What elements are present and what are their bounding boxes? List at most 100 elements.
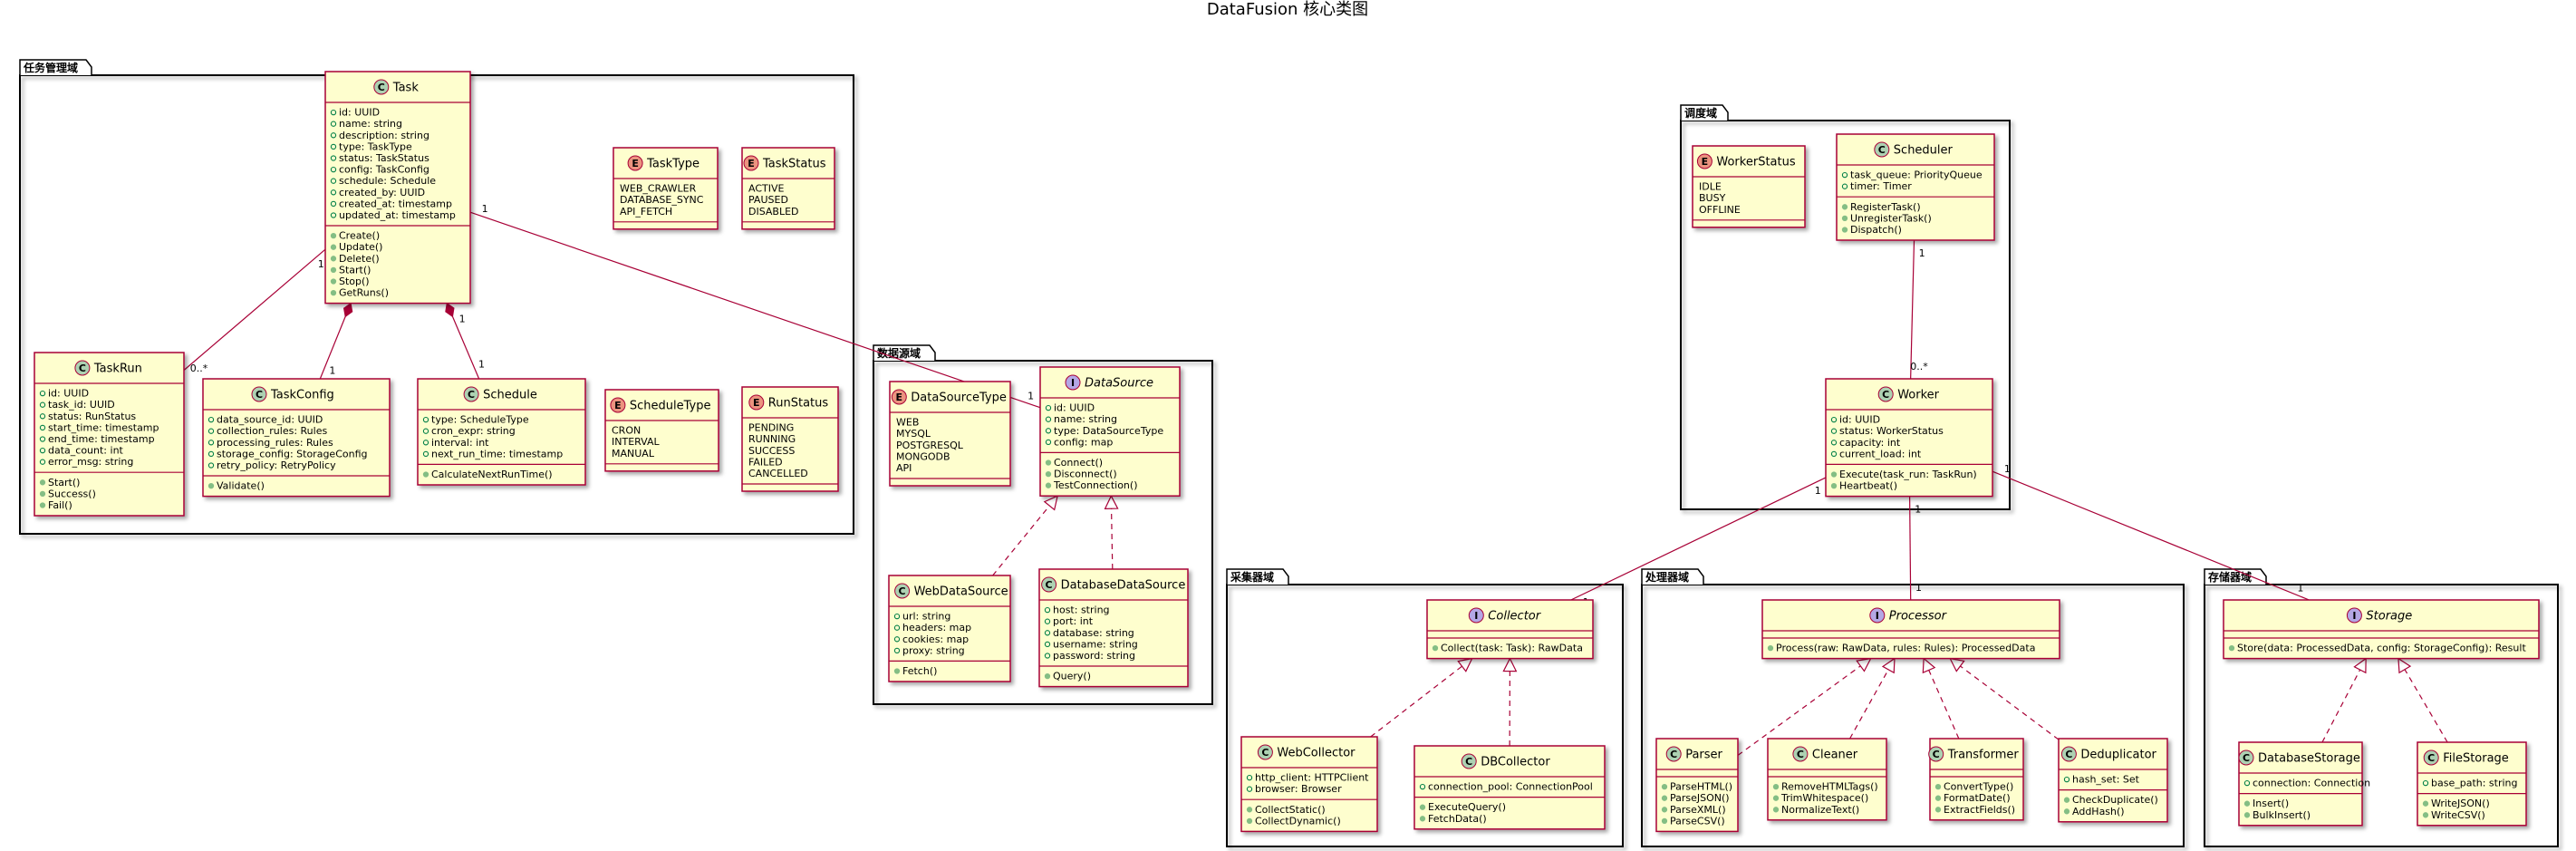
class-field: data_source_id: UUID: [217, 414, 323, 426]
class-name: WorkerStatus: [1716, 156, 1795, 169]
public-visibility-icon: [1044, 641, 1051, 648]
class-field: description: string: [339, 130, 429, 141]
class-method: Validate(): [217, 480, 265, 492]
class-name: TaskConfig: [270, 389, 334, 402]
class-field: type: DataSourceType: [1054, 425, 1163, 437]
class-name: Collector: [1488, 610, 1541, 624]
public-visibility-icon: [1661, 795, 1668, 801]
enum-value: ACTIVE: [748, 183, 785, 195]
public-visibility-icon: [1934, 783, 1942, 790]
interface-stereotype-icon: I: [1869, 607, 1886, 624]
public-visibility-icon: [330, 189, 337, 196]
enum-value: API_FETCH: [620, 206, 672, 218]
package-tab: [19, 59, 92, 75]
public-visibility-icon: [1772, 807, 1780, 813]
realization-arrowhead: [1922, 657, 1936, 674]
enum-value: DATABASE_SYNC: [620, 194, 704, 206]
relation-line: [183, 248, 326, 371]
public-visibility-icon: [1841, 183, 1848, 189]
package-collector: 采集器域: [1226, 568, 1624, 847]
public-visibility-icon: [422, 450, 429, 458]
class-field: password: string: [1053, 650, 1135, 662]
class-field: name: string: [1054, 413, 1117, 425]
class-field: id: UUID: [1839, 414, 1880, 426]
enum-stereotype-icon: E: [627, 155, 643, 171]
relation-scheduler-to-worker: 10..*: [1910, 239, 1928, 380]
interface-stereotype-icon: I: [1468, 607, 1484, 624]
enum-value: BUSY: [1699, 192, 1726, 204]
class-method: Insert(): [2253, 798, 2289, 809]
class-stereotype-icon: C: [373, 79, 390, 95]
public-visibility-icon: [2243, 812, 2251, 818]
public-visibility-icon: [330, 109, 337, 116]
public-visibility-icon: [330, 289, 337, 296]
class-stereotype-icon: C: [2238, 749, 2254, 766]
class-stereotype-icon: C: [251, 386, 267, 402]
class-field: cookies: map: [902, 633, 969, 645]
public-visibility-icon: [2063, 808, 2070, 815]
public-visibility-icon: [2422, 779, 2429, 787]
package-storage: 存储器域: [2204, 568, 2559, 847]
enum-value: OFFLINE: [1699, 204, 1741, 216]
class-box: [889, 381, 1011, 487]
class-field: cron_expr: string: [431, 425, 516, 437]
class-field: capacity: int: [1839, 437, 1901, 449]
enum-value: CRON: [612, 425, 641, 437]
class-box: [1039, 366, 1181, 497]
public-visibility-icon: [1045, 439, 1052, 446]
class-field: collection_rules: Rules: [217, 425, 327, 437]
class-stereotype-icon: C: [463, 386, 479, 402]
class-field: retry_policy: RetryPolicy: [217, 459, 336, 471]
public-visibility-icon: [1419, 804, 1426, 810]
realization-arrowhead: [1457, 657, 1473, 672]
svg-text:E: E: [753, 397, 760, 409]
public-visibility-icon: [1044, 630, 1051, 636]
public-visibility-icon: [330, 155, 337, 161]
relation-line: [1923, 658, 1960, 740]
class-method: NormalizeText(): [1781, 804, 1859, 816]
svg-text:C: C: [899, 585, 906, 597]
class-method: ParseXML(): [1670, 804, 1726, 816]
realization-arrowhead: [1104, 494, 1119, 509]
enum-value: FAILED: [748, 456, 783, 468]
class-stereotype-icon: C: [1665, 746, 1682, 762]
class-stereotype-icon: C: [1792, 746, 1809, 762]
public-visibility-icon: [39, 502, 46, 508]
class-method: Process(raw: RawData, rules: Rules): Pro…: [1776, 643, 2035, 654]
class-method: Query(): [1053, 671, 1091, 682]
class-field: type: TaskType: [339, 140, 412, 152]
enum-value: WEB_CRAWLER: [620, 183, 697, 195]
composition-diamond: [445, 302, 455, 318]
class-name: TaskType: [646, 158, 699, 171]
class-method: Fetch(): [902, 665, 937, 677]
class-method: Success(): [48, 488, 96, 499]
public-visibility-icon: [1772, 795, 1780, 801]
relation-transformer-to-processor: [1922, 657, 1960, 740]
public-visibility-icon: [207, 440, 215, 446]
package-label: 数据源域: [877, 346, 921, 360]
class-field: port: int: [1053, 615, 1094, 627]
class-method: Execute(task_run: TaskRun): [1839, 469, 1977, 480]
enum-stereotype-icon: E: [891, 389, 907, 405]
class-field: end_time: timestamp: [48, 433, 155, 445]
class-field: http_client: HTTPClient: [1255, 772, 1369, 784]
public-visibility-icon: [330, 143, 337, 150]
class-field: next_run_time: timestamp: [431, 448, 563, 459]
public-visibility-icon: [1841, 227, 1848, 233]
enum-value: DISABLED: [748, 206, 799, 218]
public-visibility-icon: [207, 482, 215, 489]
enum-value: SUCCESS: [748, 445, 795, 457]
class-name: Task: [392, 82, 420, 95]
package-label: 存储器域: [2207, 570, 2252, 584]
class-method: Stop(): [339, 276, 370, 287]
public-visibility-icon: [2228, 644, 2235, 652]
relation-line: [469, 211, 1041, 409]
public-visibility-icon: [1830, 482, 1838, 489]
